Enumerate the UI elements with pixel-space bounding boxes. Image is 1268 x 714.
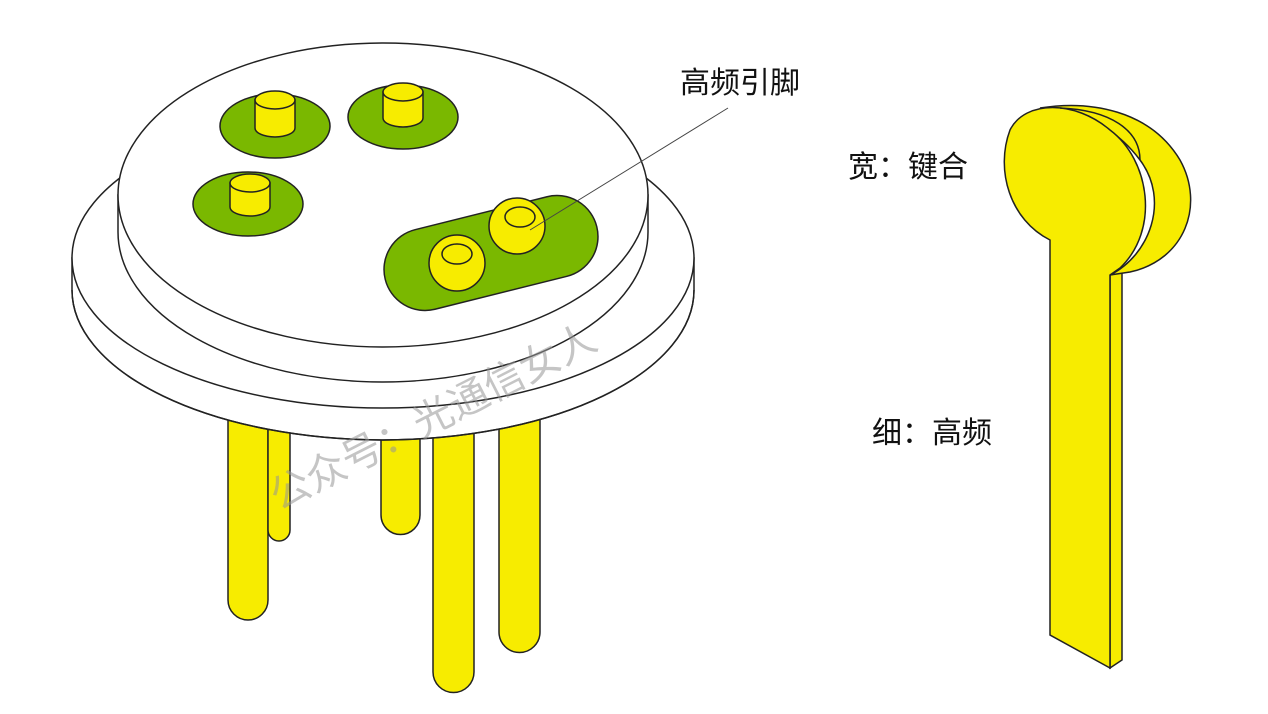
label-high-freq-pin: 高频引脚 (680, 66, 800, 101)
pin-stem-side (1109, 271, 1123, 670)
pin-2 (267, 419, 291, 542)
pin-1 (227, 409, 269, 621)
pin-5 (498, 409, 541, 654)
pin-3 (380, 419, 421, 536)
label-wide-bonding: 宽：键合 (848, 150, 968, 185)
pin-4 (432, 419, 475, 694)
label-thin-high-freq: 细：高频 (872, 416, 992, 451)
bonding-pin (1003, 106, 1147, 670)
